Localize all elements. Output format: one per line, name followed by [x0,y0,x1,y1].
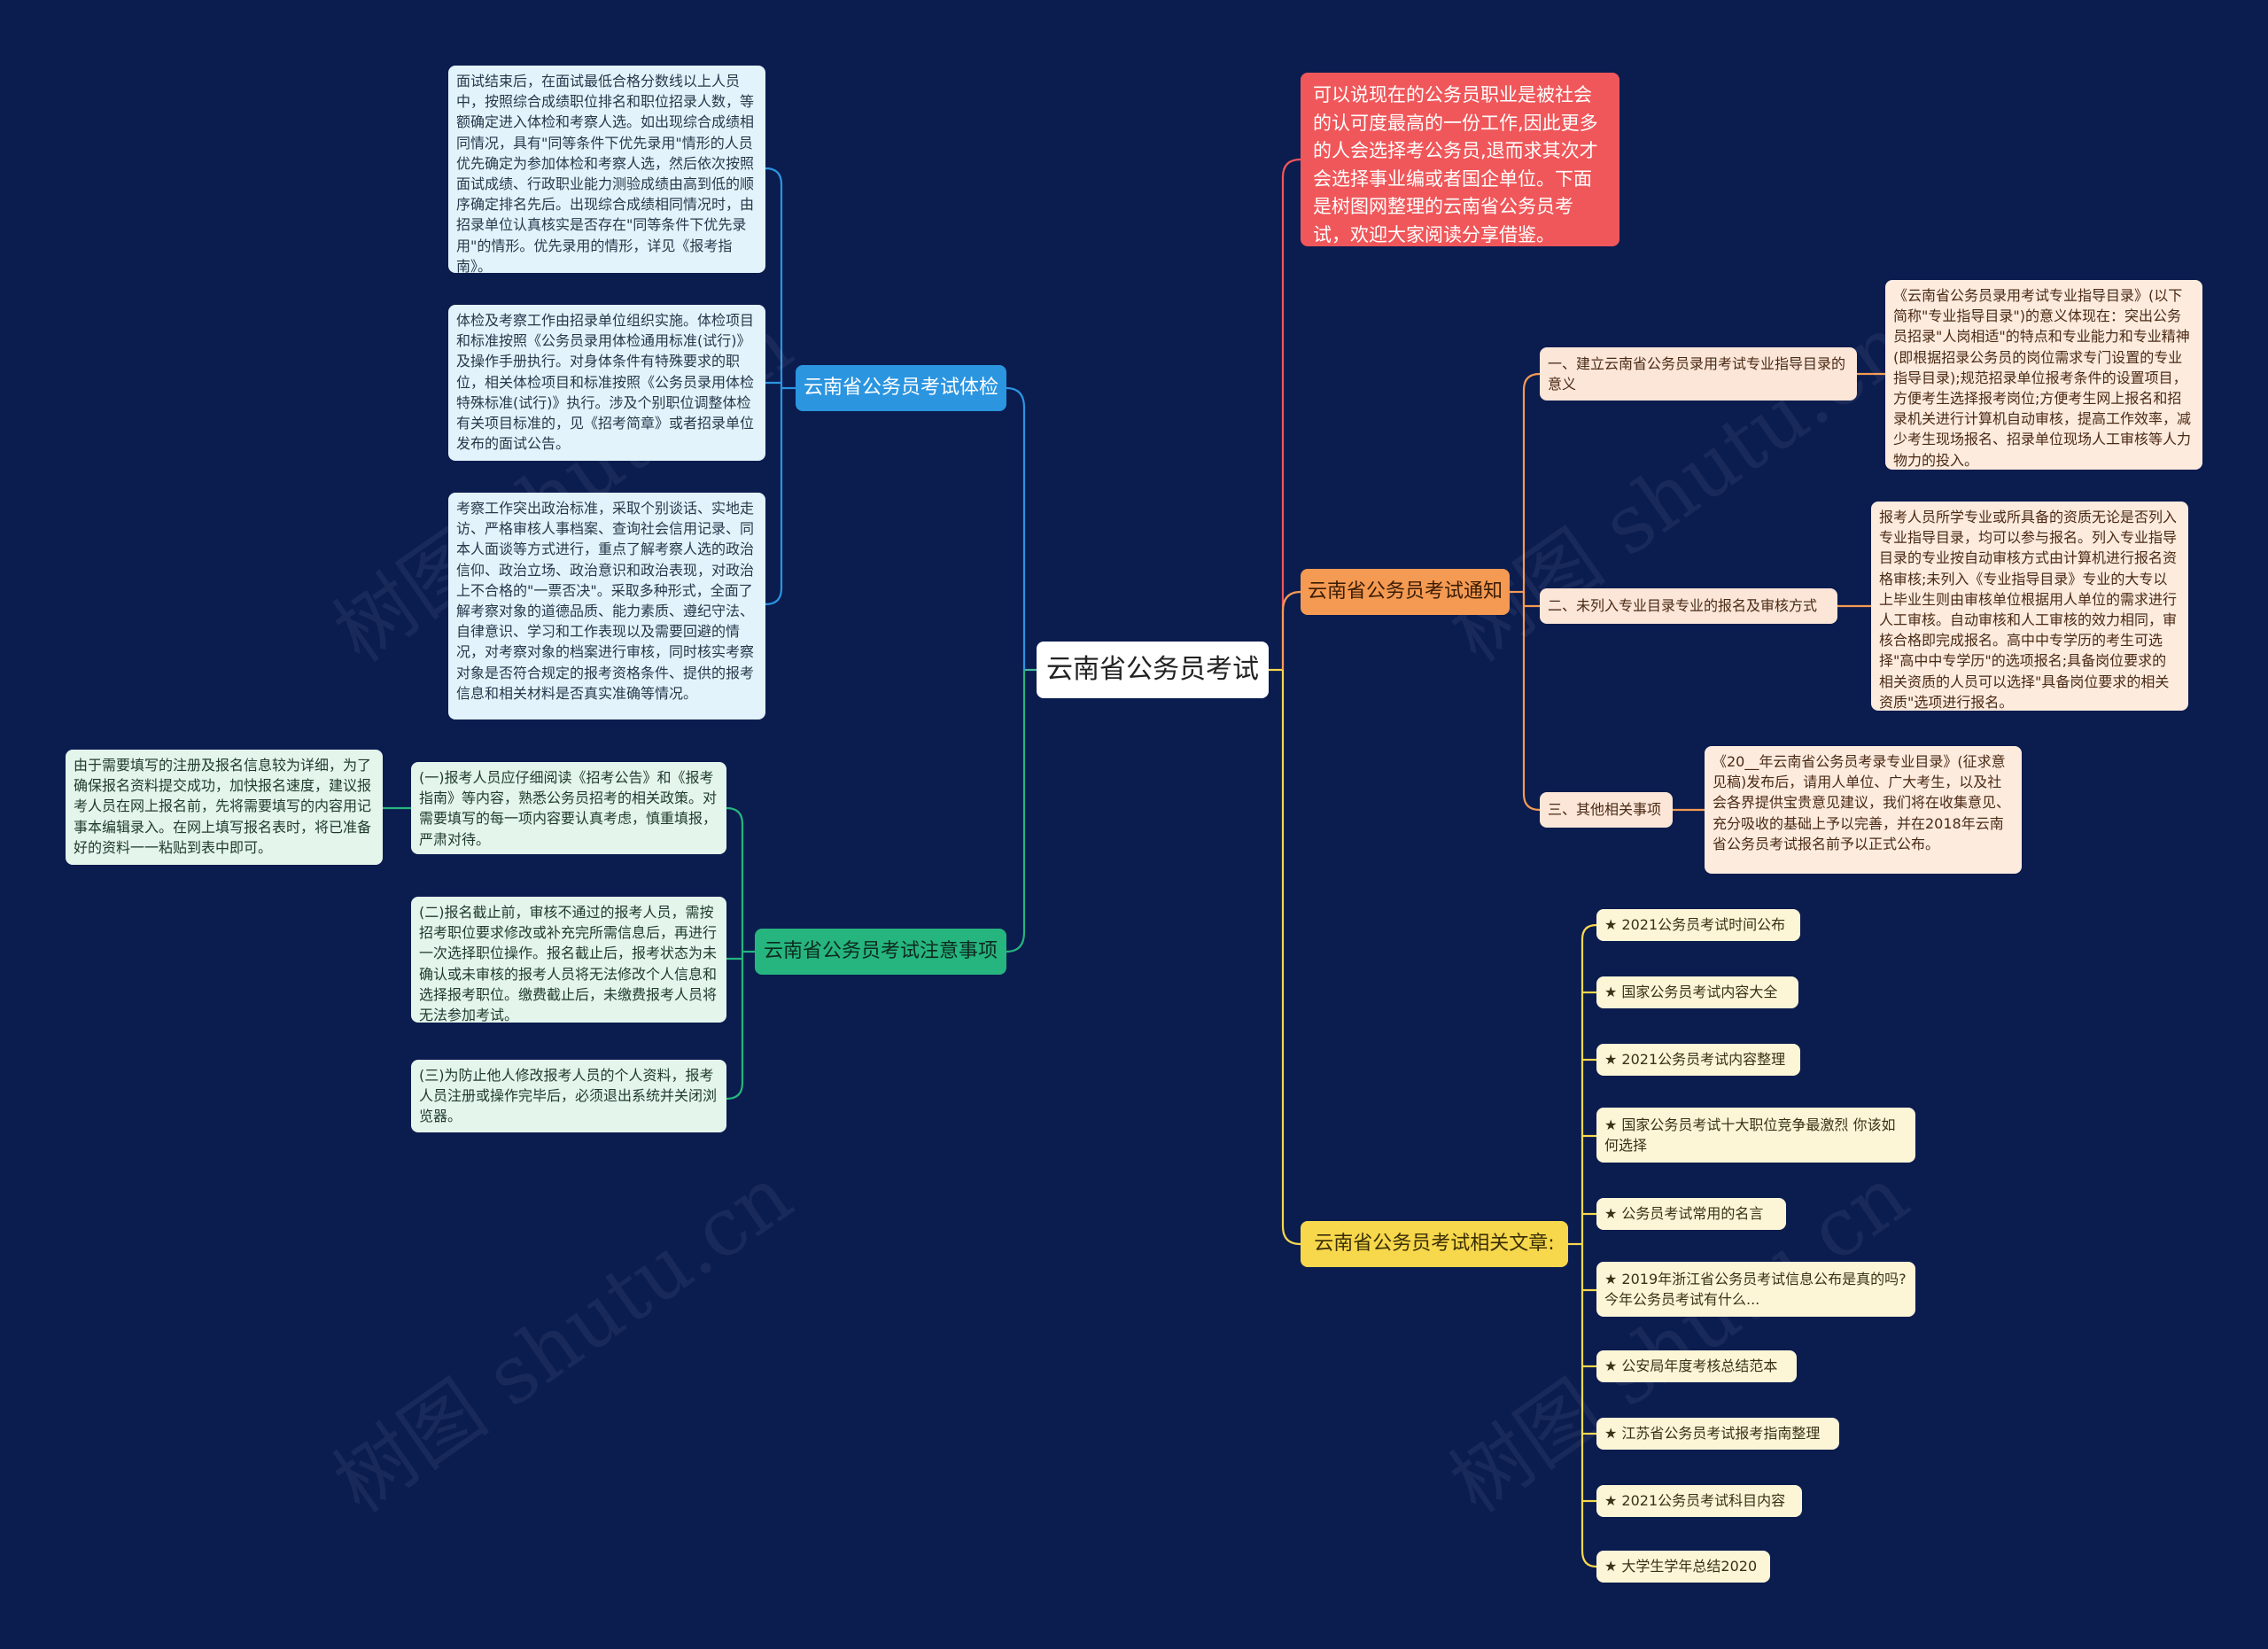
article-link[interactable]: ★ 2021公务员考试科目内容 [1596,1485,1802,1517]
branch-notes[interactable]: 云南省公务员考试注意事项 [755,929,1006,975]
branch-articles[interactable]: 云南省公务员考试相关文章: [1301,1221,1568,1267]
link-notice-3 [1522,592,1541,812]
notice-item-1-detail: 《云南省公务员录用考试专业指导目录》(以下简称"专业指导目录")的意义体现在：突… [1885,280,2202,470]
notice-item-2[interactable]: 二、未列入专业目录专业的报名及审核方式 [1540,588,1837,624]
link-notice [1281,590,1301,670]
notes-item-3: (三)为防止他人修改报考人员的个人资料，报考人员注册或操作完毕后，必须退出系统并… [411,1060,726,1132]
article-link[interactable]: ★ 大学生学年总结2020 [1596,1551,1770,1583]
notes-item-1: (一)报考人员应仔细阅读《招考公告》和《报考指南》等内容，熟悉公务员招考的相关政… [411,762,726,854]
link-notes [1006,670,1026,953]
branch-notice[interactable]: 云南省公务员考试通知 [1301,569,1510,615]
article-link[interactable]: ★ 公安局年度考核总结范本 [1596,1350,1797,1382]
link-notice-1 [1522,372,1541,592]
notice-item-3[interactable]: 三、其他相关事项 [1540,792,1673,828]
intro-note[interactable]: 可以说现在的公务员职业是被社会的认可度最高的一份工作,因此更多的人会选择考公务员… [1301,73,1619,246]
notice-item-1[interactable]: 一、建立云南省公务员录用考试专业指导目录的意义 [1540,347,1857,401]
article-link[interactable]: ★ 2019年浙江省公务员考试信息公布是真的吗?今年公务员考试有什么... [1596,1262,1915,1317]
notes-item-2: (二)报名截止前，审核不通过的报考人员，需按招考职位要求修改或补充完所需信息后，… [411,897,726,1023]
root-topic[interactable]: 云南省公务员考试 [1037,642,1269,698]
link-notice-2 [1522,592,1540,608]
notice-item-3-detail: 《20__年云南省公务员考录专业目录》(征求意见稿)发布后，请用人单位、广大考生… [1705,746,2022,874]
article-link[interactable]: ★ 江苏省公务员考试报考指南整理 [1596,1418,1839,1450]
article-link[interactable]: ★ 国家公务员考试十大职位竞争最激烈 你该如何选择 [1596,1108,1915,1163]
link-articles [1281,670,1301,1246]
physical-item-1: 面试结束后，在面试最低合格分数线以上人员中，按照综合成绩职位排名和职位招录人数，… [448,66,765,275]
branch-physical[interactable]: 云南省公务员考试体检 [796,365,1006,411]
notice-item-2-detail: 报考人员所学专业或所具备的资质无论是否列入专业指导目录，均可以参与报名。列入专业… [1871,502,2188,711]
notes-item-1-detail: 由于需要填写的注册及报名信息较为详细，为了确保报名资料提交成功，加快报名速度，建… [66,750,383,865]
physical-item-2: 体检及考察工作由招录单位组织实施。体检项目和标准按照《公务员录用体检通用标准(试… [448,305,765,461]
link-intro [1281,158,1301,670]
article-link[interactable]: ★ 国家公务员考试内容大全 [1596,976,1798,1008]
physical-item-3: 考察工作突出政治标准，采取个别谈话、实地走访、严格审核人事档案、查询社会信用记录… [448,493,765,719]
article-link[interactable]: ★ 2021公务员考试内容整理 [1596,1044,1800,1076]
article-link[interactable]: ★ 公务员考试常用的名言 [1596,1198,1786,1230]
article-link[interactable]: ★ 2021公务员考试时间公布 [1596,909,1800,941]
link-physical [1006,386,1026,670]
